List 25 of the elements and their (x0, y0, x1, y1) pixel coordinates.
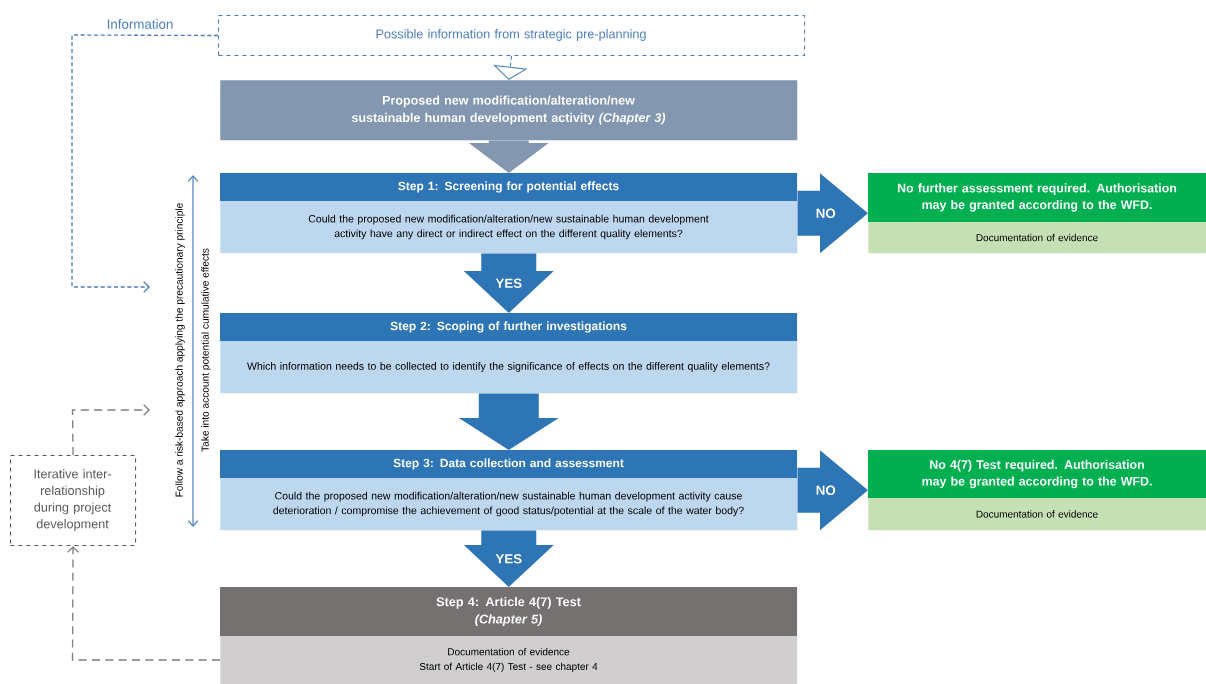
edge-label: YES (494, 277, 524, 290)
dashed-arrow (71, 404, 150, 456)
dashed-arrow (67, 546, 221, 661)
dashed-arrow (493, 55, 528, 80)
step-box: Step 2: Scoping of further investigations Which information needs to be collected to identify the significance of effects on the different quality elements? (220, 313, 798, 394)
dashed-arrow (71, 34, 219, 293)
result-box: No 4(7) Test required. Authorisation may be granted according to the WFD. Documentation of evidence (868, 450, 1206, 531)
block-arrow (463, 253, 554, 313)
step-box: Step 1: Screening for potential effects Could the proposed new modification/alteration/new sustainable human development activity have any direct or indirect effect on the different quality elements? (220, 173, 798, 254)
result-box: No further assessment required. Authorisation may be granted according to the WFD. Documentation of evidence (868, 173, 1206, 254)
block-arrow (458, 393, 559, 450)
edge-label: NO (814, 207, 838, 220)
edge-label: NO (814, 484, 838, 497)
step-box: Step 3: Data collection and assessment Could the proposed new modification/alteration/new sustainable human development activity cause deterioration / compromise the achievement of good status/potential at the scale of the water body? (220, 450, 798, 531)
step-box: Step 4: Article 4(7) Test (Chapter 5) Documentation of evidence Start of Article 4(7) Test - see chapter 4 (220, 587, 798, 684)
rotated-label: Take into account potential cumulative effects (201, 248, 211, 452)
block-arrow (463, 530, 554, 587)
info-box: Possible information from strategic pre-planning (218, 15, 806, 57)
block-arrow (797, 450, 868, 531)
edge-label: Information (105, 17, 175, 31)
note-box: Iterative inter-relationship during project development (10, 455, 137, 547)
block-arrow (468, 140, 549, 173)
rotated-label: Follow a risk-based approach applying the precautionary principle (175, 203, 185, 497)
activity-band: Proposed new modification/alteration/new sustainable human development activity (Chapter 3) (220, 80, 798, 141)
block-arrow (797, 173, 868, 254)
